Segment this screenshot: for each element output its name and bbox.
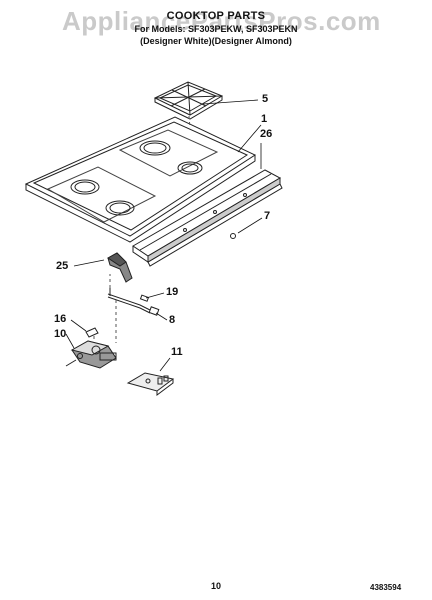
color-variants: (Designer White)(Designer Almond) [140,36,292,46]
burner-grate [153,81,224,120]
screw [230,233,236,239]
gas-valve [65,340,117,369]
callout-5: 5 [262,93,269,105]
callout-10: 10 [54,328,67,340]
callout-25: 25 [56,260,69,272]
model-numbers: For Models: SF303PEKW, SF303PEKN [134,24,298,34]
document-number: 4383594 [370,583,402,592]
control-panel-strip [132,169,283,267]
callout-1: 1 [261,113,268,125]
valve-bracket [126,372,175,396]
cooktop [24,116,257,243]
diagram-title: COOKTOP PARTS [166,10,266,22]
callout-19: 19 [166,286,179,298]
callout-26: 26 [260,128,273,140]
callout-8: 8 [169,314,176,326]
callout-7: 7 [264,210,271,222]
spark-electrode [107,288,160,316]
manifold-bracket [107,252,133,283]
watermark: AppliancePartsPros.com [62,6,381,36]
callout-11: 11 [171,346,183,358]
clip [85,327,99,338]
callout-16: 16 [54,313,67,325]
page-number: 10 [210,581,221,591]
